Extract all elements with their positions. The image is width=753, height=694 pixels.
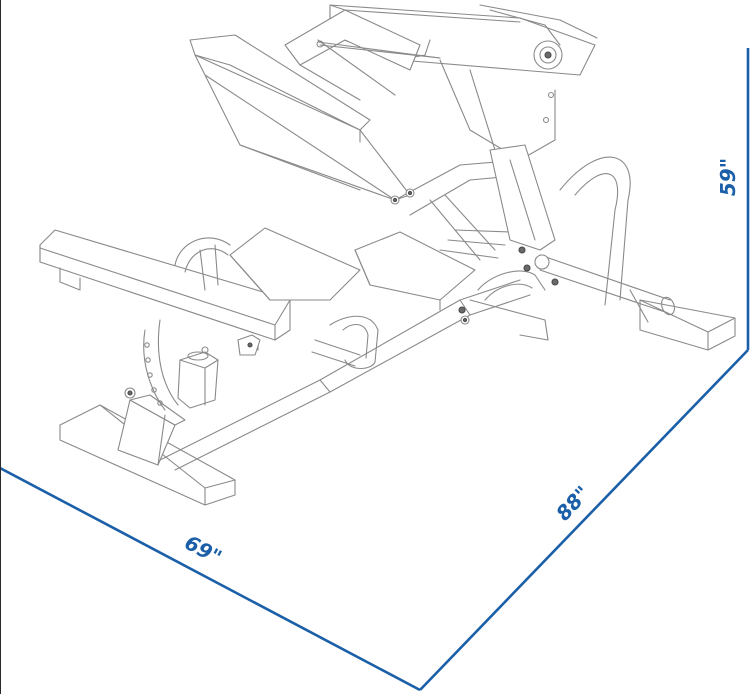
seat-arc	[143, 329, 166, 411]
dimension-lines	[0, 48, 750, 692]
rear-support-arm	[489, 144, 556, 251]
width-dimension-line	[0, 466, 421, 692]
depth-dimension-line	[419, 349, 749, 691]
right-handle-bar	[539, 254, 671, 313]
depth-dimension-label: 88"	[551, 481, 595, 525]
rear-arch	[559, 156, 631, 301]
footplate	[194, 54, 411, 201]
shoulder-pad	[354, 231, 476, 301]
seat-handle-arch	[174, 237, 231, 266]
rear-right-foot	[639, 299, 736, 351]
weight-horn	[439, 59, 556, 161]
main-beam	[159, 279, 521, 461]
sled-handle	[329, 315, 379, 370]
height-dimension-label: 59"	[716, 158, 740, 196]
width-dimension-label: 69"	[181, 530, 226, 569]
leg-press-machine-drawing	[39, 4, 736, 506]
